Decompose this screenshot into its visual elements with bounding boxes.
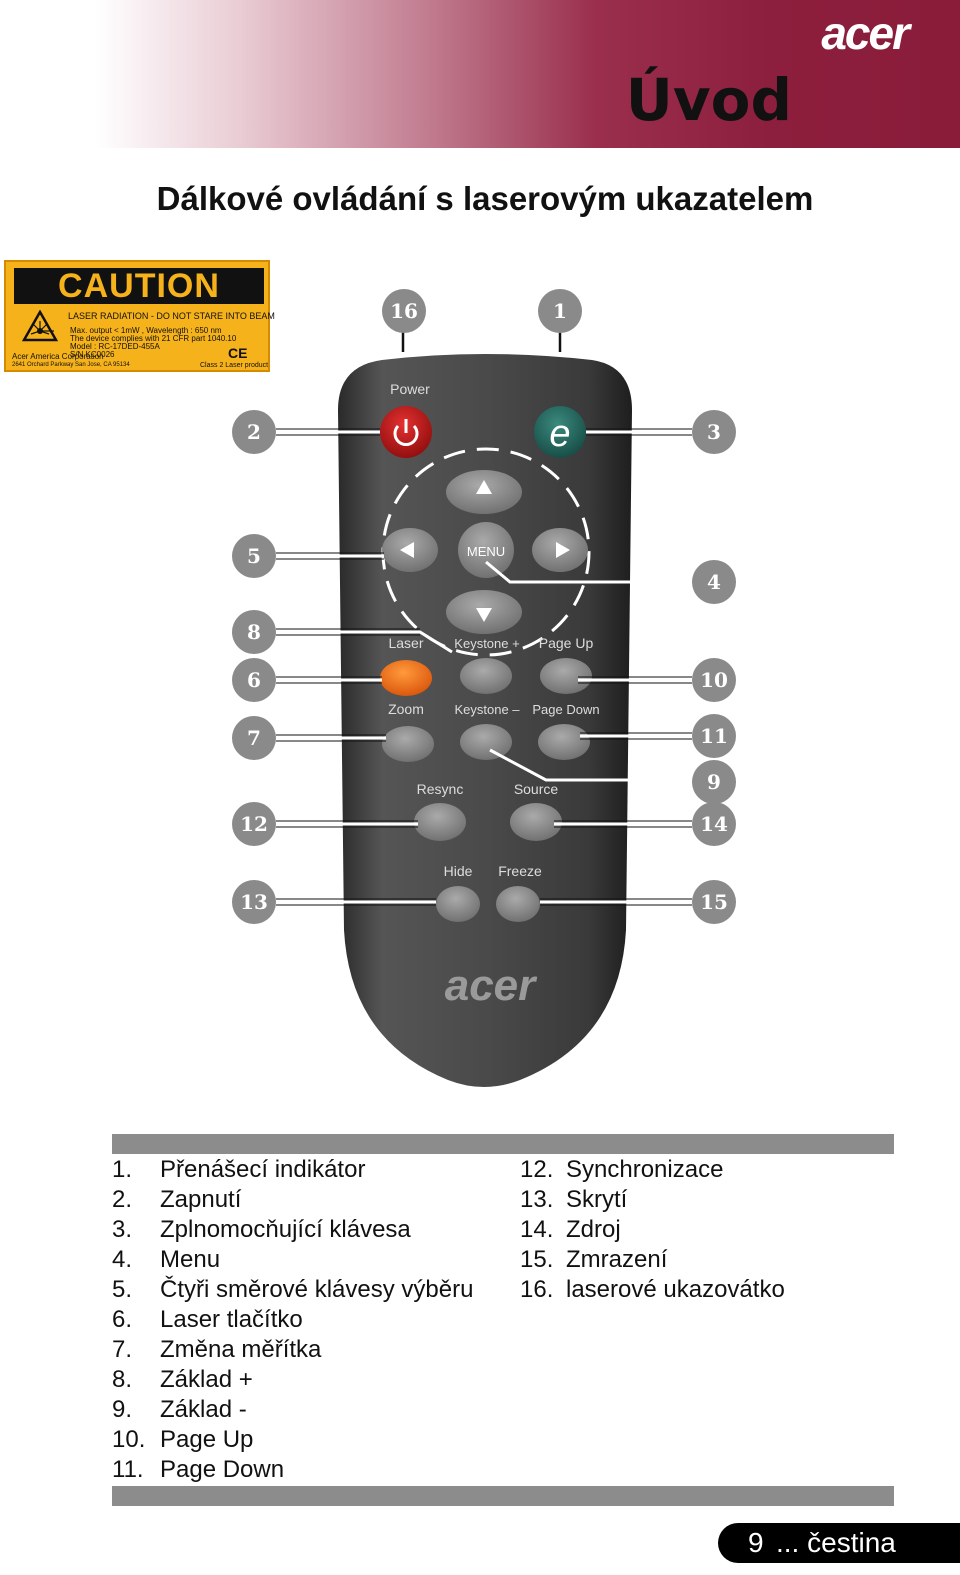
svg-text:5: 5 [247,544,261,568]
legend-bottom-bar [112,1486,894,1506]
remote-label-keystone-minus: Keystone – [454,702,520,717]
callout-11: 11 [692,714,736,758]
resync-button[interactable] [414,803,466,841]
callout-5: 5 [232,534,276,578]
callout-3: 3 [692,410,736,454]
remote-label-freeze: Freeze [498,863,542,879]
footer-language: ... čestina [776,1527,896,1558]
remote-brand-logo: acer [445,961,538,1010]
callout-6: 6 [232,658,276,702]
callout-badges: 16 1 2 3 5 4 8 6 10 7 11 9 12 14 13 15 [232,289,736,924]
e-key-button[interactable] [534,406,586,458]
keystone-plus-button[interactable] [460,658,512,694]
svg-text:9: 9 [707,770,721,794]
callout-13: 13 [232,880,276,924]
callout-8: 8 [232,610,276,654]
svg-text:3: 3 [707,420,721,444]
callout-12: 12 [232,802,276,846]
menu-button[interactable] [458,522,514,578]
remote-label-power: Power [390,381,430,397]
header-band [0,0,960,148]
page-up-button[interactable] [540,658,592,694]
svg-text:12: 12 [240,812,268,836]
up-arrow-icon [476,480,492,494]
laser-warning-icon [22,310,58,342]
svg-text:8: 8 [247,620,261,644]
ce-mark: CE [228,345,248,361]
svg-text:1: 1 [553,299,567,323]
remote-illustration: e Power MENU Laser Keystone + Page Up Zo… [232,289,736,1087]
svg-text:14: 14 [700,812,728,836]
callout-10: 10 [692,658,736,702]
caution-spec-1: Max. output < 1mW , Wavelength : 650 nm [70,326,222,335]
acer-logo: acer [821,7,910,59]
svg-text:7: 7 [247,726,261,750]
svg-text:13: 13 [240,890,268,914]
caution-spec-2: The device complies with 21 CFR part 104… [70,334,237,343]
down-arrow-icon [476,608,492,622]
callout-9: 9 [692,760,736,804]
hide-button[interactable] [436,886,480,922]
keystone-minus-button[interactable] [460,724,512,760]
caution-company: Acer America Corporation [12,352,104,361]
svg-text:10: 10 [700,668,728,692]
remote-label-laser: Laser [388,635,423,651]
left-arrow-icon [400,542,414,558]
callout-7: 7 [232,716,276,760]
callout-16: 16 [382,289,426,333]
callout-15: 15 [692,880,736,924]
svg-text:2: 2 [247,420,261,444]
leader-lines-white [276,430,692,904]
remote-label-keystone-plus: Keystone + [454,636,519,651]
callout-1: 1 [538,289,582,333]
remote-label-menu: MENU [467,544,505,559]
zoom-button[interactable] [382,726,434,762]
caution-model: Model : RC-17DED-455A [70,342,160,351]
page-down-button[interactable] [538,724,590,760]
remote-label-source: Source [514,781,559,797]
e-key-icon: e [549,413,570,455]
power-icon [393,419,419,446]
callout-14: 14 [692,802,736,846]
remote-label-zoom: Zoom [388,701,424,717]
remote-label-page-down: Page Down [532,702,599,717]
callout-4: 4 [692,560,736,604]
caution-sn: S/N KC0026 [70,350,115,359]
callout-2: 2 [232,410,276,454]
caution-address: 2641 Orchard Parkway San Jose, CA 95134 [12,362,130,368]
legend-top-bar [112,1134,894,1154]
right-arrow-icon [556,542,570,558]
caution-heading: CAUTION [14,268,264,304]
page-number: 9 [748,1527,764,1558]
remote-label-hide: Hide [444,863,473,879]
svg-text:16: 16 [390,299,418,323]
leader-lines-outline [276,428,692,906]
chapter-title: Úvod [625,66,792,134]
leader-lines-top [401,332,562,352]
svg-text:4: 4 [707,570,721,594]
caution-label: CAUTION LASER RADIATION - DO NOT STARE I… [4,260,275,372]
caution-warning: LASER RADIATION - DO NOT STARE INTO BEAM [68,311,275,321]
remote-label-resync: Resync [417,781,464,797]
svg-text:6: 6 [247,668,261,692]
freeze-button[interactable] [496,886,540,922]
svg-text:15: 15 [700,890,728,914]
svg-text:11: 11 [700,724,728,748]
remote-label-page-up: Page Up [539,635,594,651]
source-button[interactable] [510,803,562,841]
page-subtitle: Dálkové ovládání s laserovým ukazatelem [156,180,814,217]
laser-button[interactable] [380,660,432,696]
footer-page-tab: 9 ... čestina [718,1523,960,1563]
caution-class: Class 2 Laser product [200,362,269,369]
